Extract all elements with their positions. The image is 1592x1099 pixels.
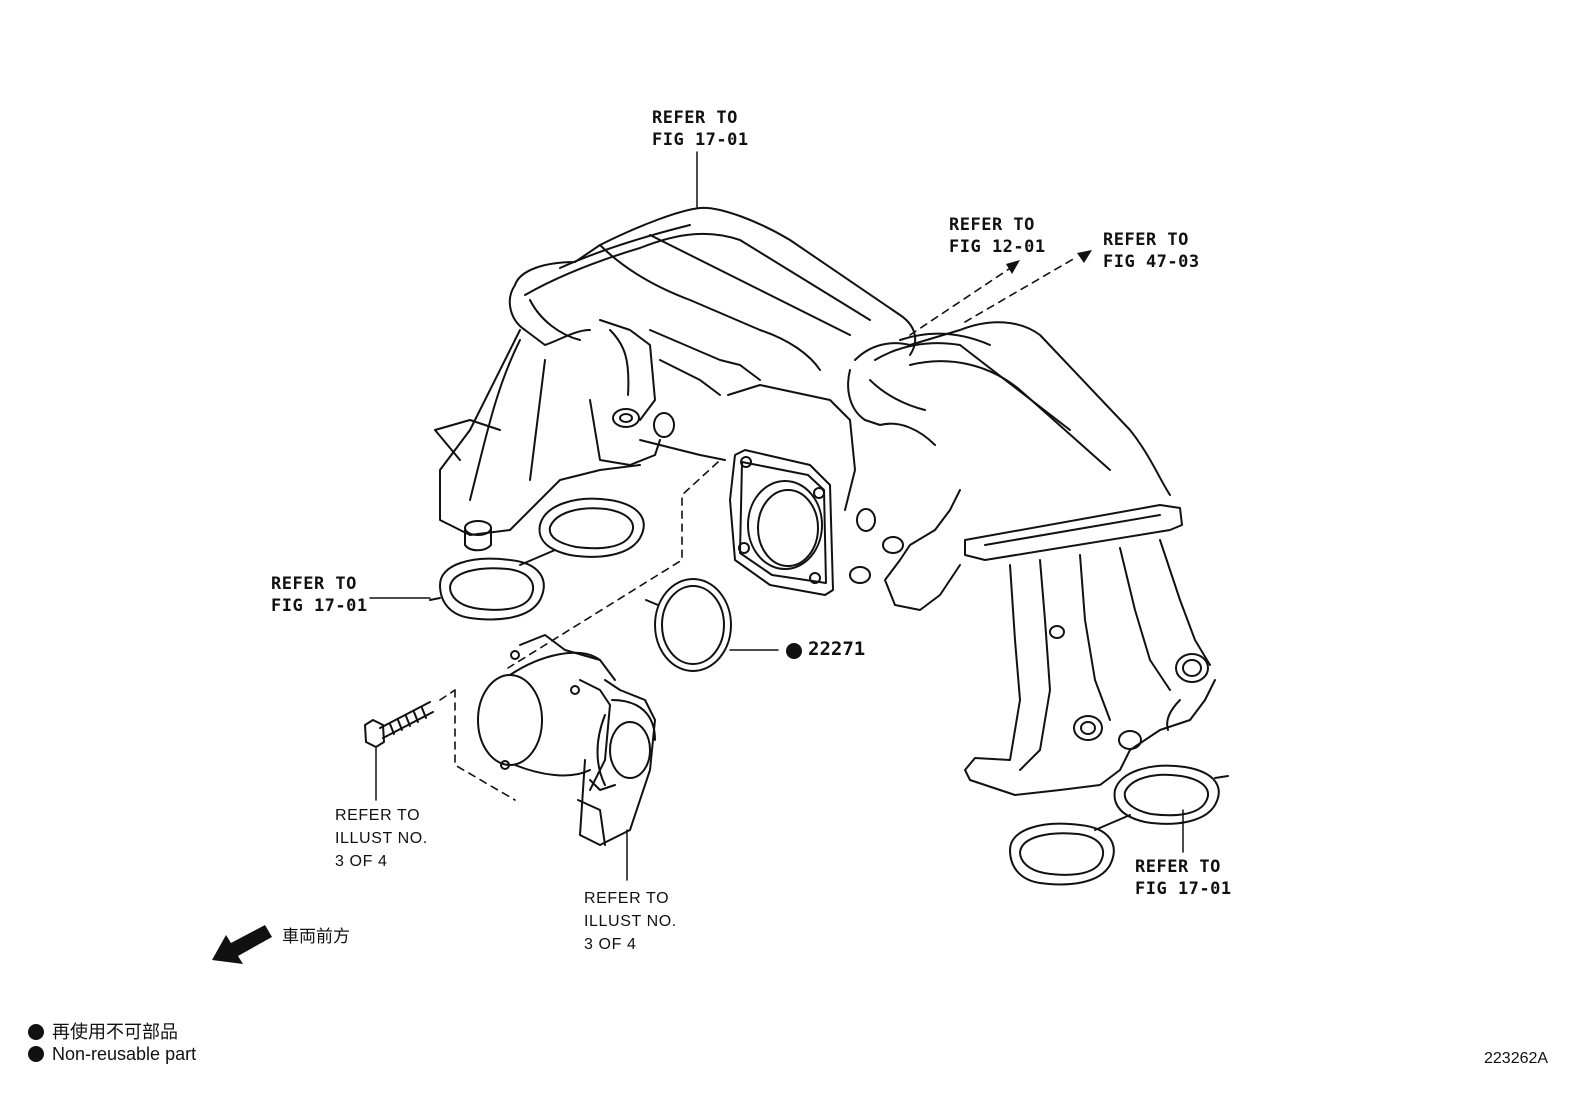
refer-label-top: REFER TO FIG 17-01 bbox=[652, 108, 749, 150]
refer-arrowheads bbox=[1006, 250, 1092, 274]
throttle-flange bbox=[727, 384, 856, 596]
manifold-right-section bbox=[847, 321, 1216, 796]
bolt bbox=[364, 701, 434, 748]
figure-id: 223262A bbox=[1484, 1050, 1549, 1067]
filled-circle-icon bbox=[786, 643, 802, 659]
assembly-guide-lines bbox=[439, 257, 1076, 801]
gasket-22271 bbox=[645, 578, 732, 672]
leader-lines bbox=[369, 151, 1184, 881]
part-number-22271: 22271 bbox=[808, 638, 866, 660]
filled-circle-icon bbox=[28, 1024, 44, 1040]
refer-label-fig12: REFER TO FIG 12-01 bbox=[949, 215, 1046, 257]
refer-label-fig47: REFER TO FIG 47-03 bbox=[1103, 230, 1200, 272]
filled-circle-icon bbox=[28, 1046, 44, 1062]
throttle-body bbox=[477, 634, 656, 846]
refer-label-left-gasket: REFER TO FIG 17-01 bbox=[271, 574, 368, 616]
legend-line-jp: 再使用不可部品 bbox=[28, 1018, 178, 1044]
front-direction-label: 車両前方 bbox=[282, 927, 350, 947]
refer-label-right-gasket: REFER TO FIG 17-01 bbox=[1135, 857, 1232, 899]
arrow-down-left-icon bbox=[212, 925, 272, 964]
gasket-left bbox=[429, 497, 645, 621]
refer-label-bolt: REFER TO ILLUST NO. 3 OF 4 bbox=[335, 807, 428, 870]
refer-label-throttle: REFER TO ILLUST NO. 3 OF 4 bbox=[584, 890, 677, 953]
legend-line-en: Non-reusable part bbox=[28, 1044, 196, 1065]
gasket-right bbox=[1009, 764, 1229, 886]
manifold-left-section bbox=[434, 206, 917, 552]
legend-text-en: Non-reusable part bbox=[52, 1044, 197, 1064]
legend-text-jp: 再使用不可部品 bbox=[52, 1022, 178, 1042]
